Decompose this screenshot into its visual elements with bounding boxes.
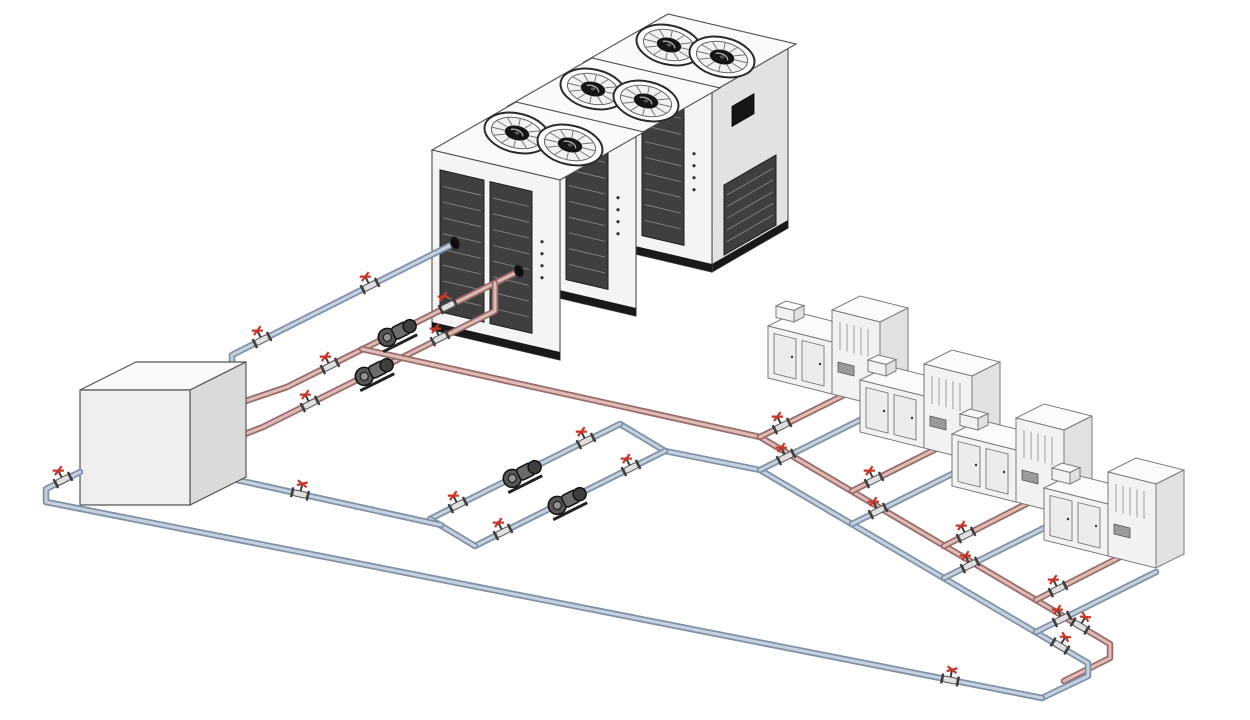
- status-led: [540, 240, 544, 244]
- door-handle: [974, 463, 978, 467]
- status-led: [616, 196, 620, 200]
- door-handle: [790, 355, 794, 359]
- louver-slat: [568, 216, 606, 226]
- louver-slat: [492, 245, 530, 255]
- unit-door: [773, 332, 797, 380]
- louver-slat: [492, 213, 530, 223]
- louver-slat: [726, 214, 774, 242]
- louver-slat: [644, 220, 682, 230]
- door-handle: [1002, 470, 1006, 474]
- louver-slat: [568, 264, 606, 274]
- pump-icon: [372, 313, 422, 354]
- chiller-base: [432, 322, 560, 360]
- louver-slat: [442, 217, 482, 228]
- valve-icon: [939, 664, 962, 688]
- unit-roof-box: [959, 413, 979, 431]
- terminal-units: [766, 295, 1186, 569]
- door-handle: [882, 409, 886, 413]
- controller-display: [731, 92, 755, 128]
- unit-tall-side: [1155, 469, 1185, 569]
- unit-roof-box: [775, 305, 795, 323]
- louver-slat: [568, 232, 606, 242]
- louver-slat: [568, 248, 606, 258]
- louver-slat: [492, 229, 530, 239]
- chiller-base: [712, 220, 788, 272]
- louver-slat: [442, 249, 482, 259]
- louver-slat: [442, 280, 482, 291]
- louver-slat: [492, 197, 530, 207]
- louver-slat: [442, 264, 482, 275]
- unit-roof-box: [1051, 467, 1071, 485]
- unit-door: [801, 339, 825, 387]
- louver-slat: [568, 201, 606, 211]
- status-led: [692, 152, 696, 156]
- status-led: [616, 220, 620, 224]
- unit-door: [985, 447, 1009, 495]
- louver-slat: [492, 308, 530, 318]
- status-led: [692, 188, 696, 192]
- terminal-unit: [1042, 457, 1186, 569]
- chiller-bank: [430, 13, 798, 361]
- chiller-module: [430, 101, 646, 361]
- unit-tall-front: [1107, 471, 1157, 569]
- return-pipe-core: [618, 422, 1090, 700]
- door-handle: [1094, 524, 1098, 528]
- louver-slat: [644, 204, 682, 214]
- unit-door: [1077, 501, 1101, 549]
- louver-grille: [439, 169, 485, 323]
- status-led: [616, 232, 620, 236]
- unit-door: [957, 440, 981, 488]
- unit-door: [865, 386, 889, 434]
- status-led: [540, 252, 544, 256]
- pipe-port: [449, 236, 461, 250]
- status-led: [692, 164, 696, 168]
- unit-panel: [837, 361, 855, 377]
- unit-roof-box: [867, 359, 887, 377]
- louver-slat: [644, 172, 682, 182]
- unit-panel: [1021, 469, 1039, 485]
- louver-slat: [726, 203, 774, 231]
- return-pipe-core: [226, 476, 443, 527]
- louver-slat: [644, 157, 682, 167]
- pump-icon: [542, 481, 592, 522]
- unit-door: [893, 393, 917, 441]
- status-led: [616, 208, 620, 212]
- return-pipe: [228, 239, 459, 376]
- door-handle: [818, 362, 822, 366]
- unit-panel: [929, 415, 947, 431]
- door-handle: [1066, 517, 1070, 521]
- status-led: [540, 276, 544, 280]
- terminal-unit: [766, 295, 910, 407]
- door-handle: [910, 416, 914, 420]
- louver-slat: [726, 168, 774, 196]
- unit-panel: [1113, 523, 1131, 539]
- status-led: [540, 264, 544, 268]
- louver-slat: [492, 292, 530, 302]
- tank-front-face: [79, 389, 191, 506]
- pump-icon: [497, 454, 547, 495]
- louver-grille: [489, 180, 533, 335]
- chiller-ports: [449, 236, 525, 278]
- louver-slat: [442, 233, 482, 243]
- louver-slat: [726, 179, 774, 207]
- valve-icon: [289, 478, 312, 502]
- unit-door: [1049, 494, 1073, 542]
- pump-icon: [349, 352, 399, 393]
- pipe-network-front: [42, 463, 1046, 702]
- louver-slat: [442, 201, 482, 212]
- louver-slat: [644, 141, 682, 151]
- buffer-tank: [79, 361, 247, 506]
- louver-slat: [644, 188, 682, 198]
- pipe-port: [513, 264, 525, 278]
- status-led: [692, 176, 696, 180]
- louver-slat: [726, 191, 774, 219]
- louver-slat: [568, 185, 606, 195]
- louver-slat: [442, 186, 482, 196]
